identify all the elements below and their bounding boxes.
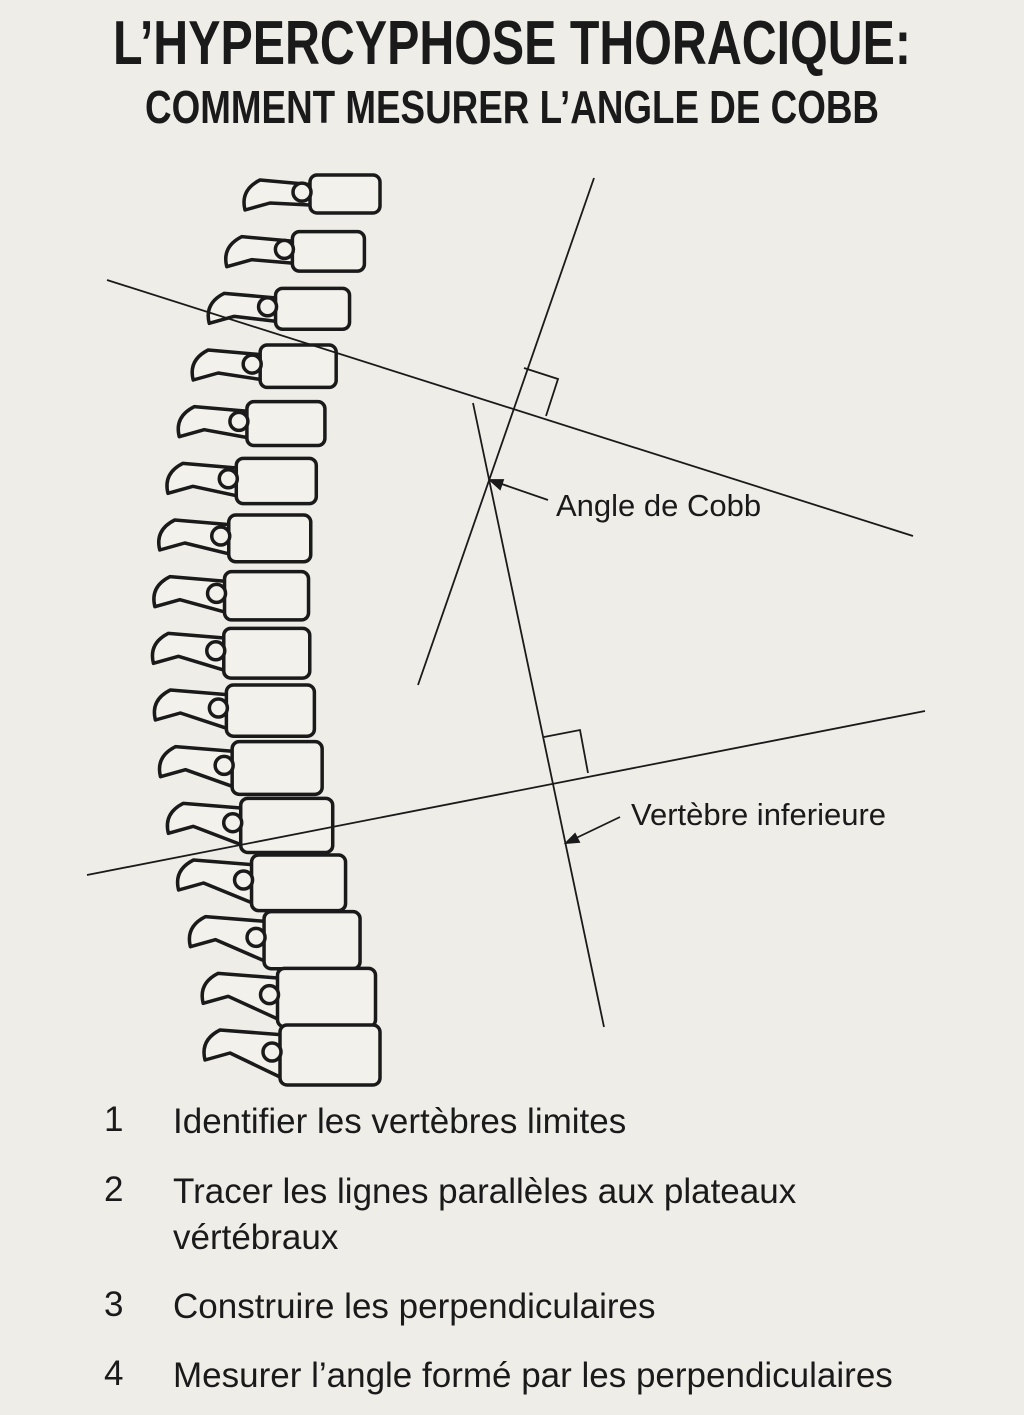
- vertebra: [190, 343, 338, 390]
- vertebra: [150, 626, 312, 680]
- vertebra: [157, 739, 324, 797]
- vertebra: [165, 456, 319, 506]
- step-number: 3: [104, 1285, 124, 1324]
- lower-vertebra-label: Vertèbre inferieure: [631, 797, 887, 832]
- vertebra: [202, 1023, 382, 1087]
- step-text: Identifier les vertèbres limites: [173, 1102, 627, 1141]
- step-number: 4: [104, 1354, 124, 1393]
- upper-perpendicular: [417, 177, 595, 686]
- vertebra: [187, 909, 362, 971]
- vertebra: [242, 173, 382, 215]
- lower-endplate-line: [86, 710, 926, 876]
- vertebra: [176, 399, 327, 448]
- lower-vertebra-arrow: [571, 816, 621, 841]
- title-line-1: L’HYPERCYPHOSE THORACIQUE:: [112, 9, 912, 78]
- cobb-angle-label: Angle de Cobb: [556, 488, 762, 523]
- right-angle-marker-upper: [523, 367, 560, 417]
- right-angle-marker-lower: [543, 728, 589, 774]
- step-text: Mesurer l’angle formé par les perpendicu…: [173, 1356, 893, 1395]
- vertebra: [175, 853, 348, 913]
- step-number: 1: [104, 1100, 124, 1139]
- vertebra: [206, 286, 352, 332]
- vertebra: [152, 569, 311, 622]
- upper-endplate-line: [106, 279, 914, 537]
- step-number: 2: [104, 1170, 124, 1209]
- vertebra: [224, 229, 367, 273]
- cobb-arrow: [495, 481, 549, 501]
- vertebra: [200, 966, 378, 1029]
- step-text: Tracer les lignes parallèles aux plateau…: [173, 1172, 797, 1257]
- vertebra: [165, 796, 335, 855]
- step-text: Construire les perpendiculaires: [173, 1287, 656, 1326]
- vertebra: [157, 513, 313, 564]
- spine-illustration: [150, 173, 382, 1087]
- lower-perpendicular: [472, 402, 605, 1028]
- vertebra: [152, 683, 317, 738]
- title-line-2: COMMENT MESURER L’ANGLE DE COBB: [145, 81, 879, 133]
